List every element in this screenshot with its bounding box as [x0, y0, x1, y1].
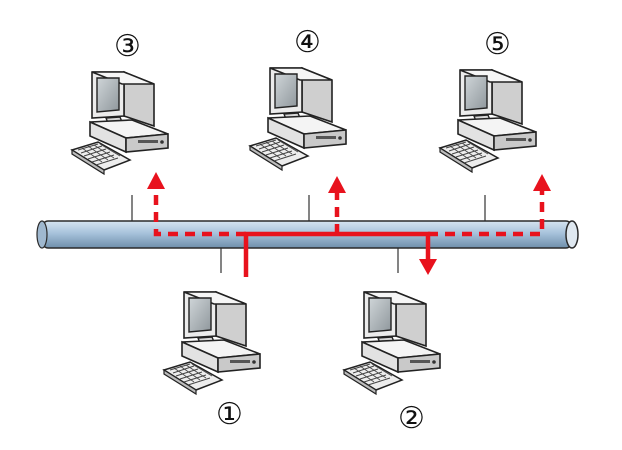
- desktop-computer-icon: [439, 69, 537, 173]
- computer-5: [439, 69, 537, 173]
- arrowhead: [328, 176, 346, 193]
- label-pc1: ①: [216, 397, 243, 432]
- dashed-signal-right: [428, 188, 545, 237]
- dashed-signal-left: [153, 186, 246, 237]
- desktop-computer-icon: [343, 291, 441, 395]
- label-pc2: ②: [398, 401, 425, 436]
- arrowhead: [419, 259, 437, 275]
- label-pc4: ④: [294, 25, 321, 60]
- label-pc5: ⑤: [484, 27, 511, 62]
- computer-3: [71, 71, 169, 175]
- signal-paths: [147, 172, 551, 277]
- computer-2: [343, 291, 441, 395]
- computer-4: [249, 67, 347, 171]
- desktop-computer-icon: [163, 291, 261, 395]
- arrowhead: [533, 174, 551, 191]
- desktop-computer-icon: [249, 67, 347, 171]
- computer-1: [163, 291, 261, 395]
- desktop-computer-icon: [71, 71, 169, 175]
- label-pc3: ③: [114, 29, 141, 64]
- arrowhead: [147, 172, 165, 189]
